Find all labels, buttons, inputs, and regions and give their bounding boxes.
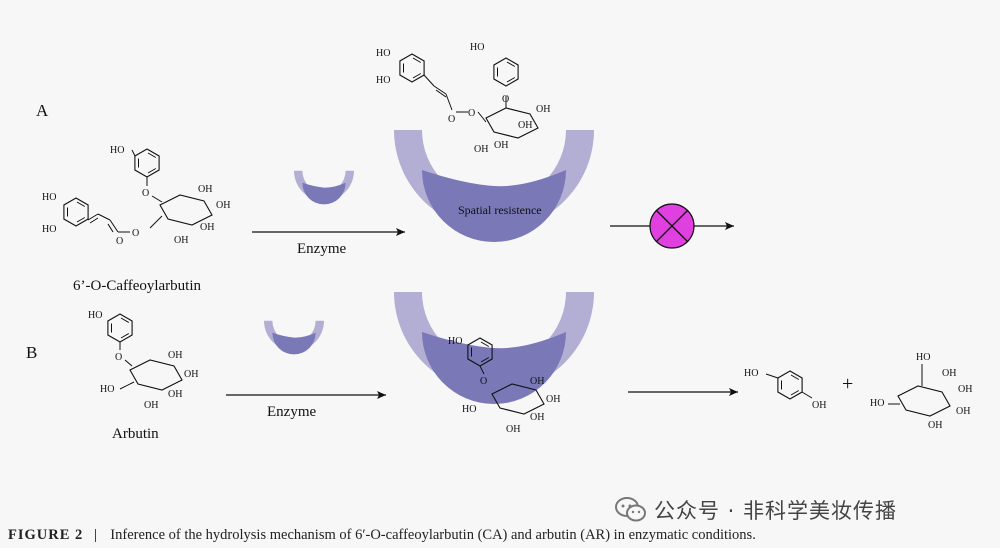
enzyme-label-a: Enzyme <box>297 241 346 257</box>
svg-text:HO: HO <box>100 384 114 395</box>
blocked-reaction-arrow <box>610 203 734 249</box>
svg-text:O: O <box>468 108 475 119</box>
svg-text:OH: OH <box>474 144 488 155</box>
svg-text:HO: HO <box>916 352 930 363</box>
svg-text:OH: OH <box>956 406 970 417</box>
svg-text:HO: HO <box>42 224 56 235</box>
hydroquinone-structure: HO OH <box>744 368 826 411</box>
svg-text:HO: HO <box>42 192 56 203</box>
svg-text:HO: HO <box>462 404 476 415</box>
svg-text:O: O <box>448 114 455 125</box>
watermark: 公众号 · 非科学美妆传播 <box>614 495 897 525</box>
svg-text:HO: HO <box>870 398 884 409</box>
arbutin-on-enzyme: HO O OH OH OH OH HO <box>448 336 560 435</box>
wechat-icon <box>615 497 646 522</box>
svg-text:HO: HO <box>88 310 102 321</box>
enzyme-pocket-b <box>394 292 594 404</box>
svg-text:O: O <box>115 352 122 363</box>
svg-text:O: O <box>502 94 509 105</box>
svg-text:OH: OH <box>958 384 972 395</box>
svg-text:HO: HO <box>376 48 390 59</box>
svg-text:HO: HO <box>448 336 462 347</box>
svg-text:OH: OH <box>928 420 942 431</box>
glucose-structure: HO OH OH OH OH HO <box>870 352 972 431</box>
reaction-arrow-b <box>226 391 386 399</box>
svg-text:O: O <box>480 376 487 387</box>
free-enzyme-b <box>264 320 324 355</box>
caffeoylarbutin-label: 6’-O-Caffeoylarbutin <box>73 278 202 294</box>
panel-b-label: B <box>26 343 37 362</box>
caffeoylarbutin-structure: HO O OH OH OH OH O O HO HO <box>42 145 230 247</box>
svg-text:OH: OH <box>942 368 956 379</box>
svg-text:OH: OH <box>144 400 158 411</box>
caption-text: Inference of the hydrolysis mechanism of… <box>110 526 756 543</box>
panel-a-label: A <box>36 101 49 120</box>
svg-text:OH: OH <box>184 369 198 380</box>
svg-text:OH: OH <box>530 376 544 387</box>
figure-caption: FIGURE 2 Inference of the hydrolysis mec… <box>8 524 998 546</box>
product-arrow <box>628 388 738 396</box>
svg-text:O: O <box>116 236 123 247</box>
svg-text:OH: OH <box>518 120 532 131</box>
arbutin-structure: HO O OH OH OH OH HO <box>88 310 198 411</box>
free-enzyme-a <box>294 170 354 205</box>
svg-text:O: O <box>142 188 149 199</box>
svg-text:OH: OH <box>198 184 212 195</box>
svg-text:OH: OH <box>216 200 230 211</box>
svg-text:OH: OH <box>536 104 550 115</box>
svg-text:HO: HO <box>470 42 484 53</box>
svg-text:HO: HO <box>376 75 390 86</box>
svg-text:OH: OH <box>168 350 182 361</box>
watermark-text: 公众号 · 非科学美妆传播 <box>654 499 898 523</box>
svg-text:O: O <box>132 228 139 239</box>
svg-text:OH: OH <box>546 394 560 405</box>
svg-text:OH: OH <box>506 424 520 435</box>
reaction-arrow-a <box>252 228 405 236</box>
svg-text:OH: OH <box>200 222 214 233</box>
figure-number: FIGURE 2 <box>8 526 84 543</box>
caption-divider <box>95 528 97 542</box>
arbutin-label: Arbutin <box>112 426 159 442</box>
svg-text:HO: HO <box>110 145 124 156</box>
caffeoylarbutin-on-enzyme: HO HO O O OH OH OH OH O HO <box>376 42 550 155</box>
svg-text:OH: OH <box>530 412 544 423</box>
svg-text:OH: OH <box>168 389 182 400</box>
svg-text:OH: OH <box>494 140 508 151</box>
plus-sign: + <box>842 373 853 395</box>
spatial-resistance-label: Spatial resistence <box>458 203 542 217</box>
svg-text:OH: OH <box>812 400 826 411</box>
svg-text:HO: HO <box>744 368 758 379</box>
svg-text:OH: OH <box>174 235 188 246</box>
enzyme-label-b: Enzyme <box>267 404 316 420</box>
